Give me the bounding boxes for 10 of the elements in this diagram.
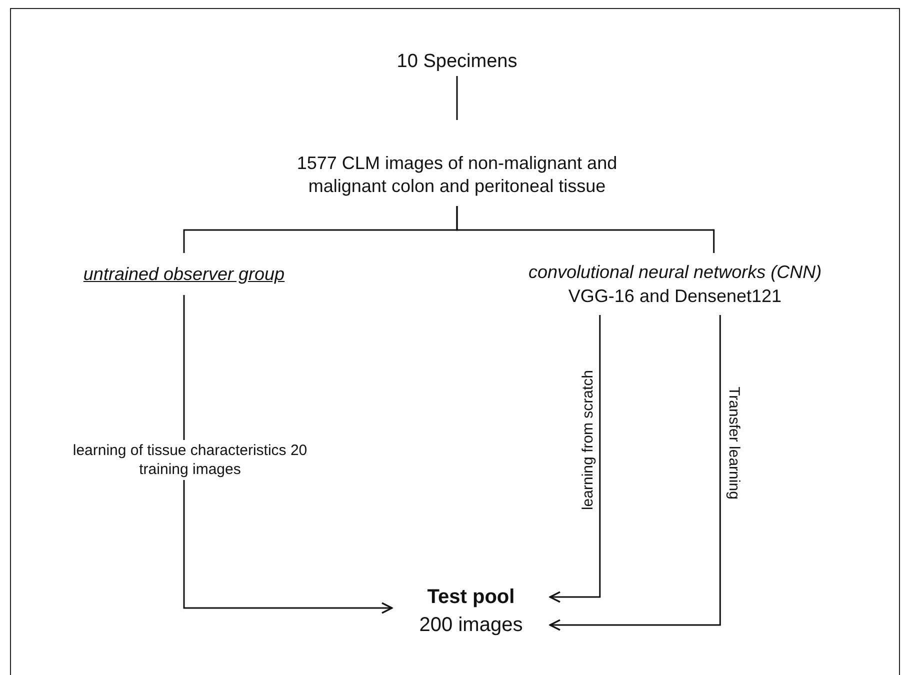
connector-arrow xyxy=(549,315,721,631)
node-label: untrained observer group xyxy=(83,263,285,286)
node-label: VGG-16 and Densenet121 xyxy=(568,285,782,308)
node-label: convolutional neural networks (CNN) xyxy=(528,261,822,284)
connector-arrow xyxy=(183,295,393,614)
node-label: 1577 CLM images of non-malignant and malignant colon and peritoneal tissue xyxy=(296,152,618,198)
node-label: 10 Specimens xyxy=(396,50,518,74)
node-label: Test pool xyxy=(427,585,515,610)
connector-arrow xyxy=(549,315,601,603)
node-label: 200 images xyxy=(419,613,523,638)
